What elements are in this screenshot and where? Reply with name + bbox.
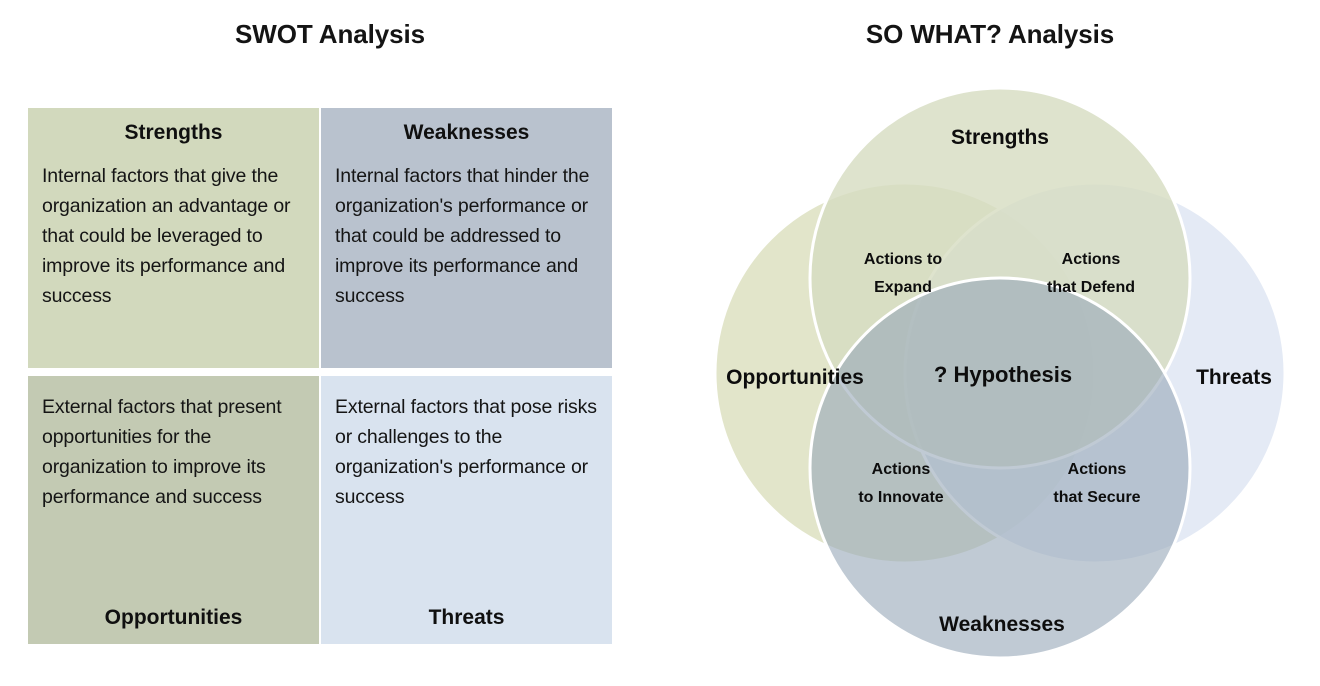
venn-label-weaknesses: Weaknesses [939,613,1065,636]
swot-quadrant-weaknesses: Weaknesses Internal factors that hinder … [321,108,612,368]
swot-quadrant-opportunities: External factors that present opportunit… [28,376,319,644]
swot-body-threats: External factors that pose risks or chal… [335,396,597,509]
swot-grid: Strengths Internal factors that give the… [28,108,612,644]
venn-label-expand-line2: Expand [874,279,932,296]
swot-body-weaknesses: Internal factors that hinder the organiz… [335,165,590,308]
sowhat-title: SO WHAT? Analysis [865,19,1115,50]
swot-heading-threats: Threats [428,605,505,629]
venn-label-hypothesis: ? Hypothesis [934,362,1072,387]
venn-label-innovate-line2: to Innovate [858,489,943,506]
sowhat-panel: SO WHAT? Analysis Strengths Opportunitie… [660,0,1320,686]
swot-quadrant-threats: External factors that pose risks or chal… [321,376,612,644]
swot-body-opportunities: External factors that present opportunit… [42,396,282,509]
venn-label-threats: Threats [1196,366,1272,389]
venn-label-expand-line1: Actions to [864,251,942,268]
venn-label-strengths: Strengths [951,126,1049,149]
swot-quadrant-strengths: Strengths Internal factors that give the… [28,108,319,368]
venn-circle-weaknesses [808,276,1192,660]
venn-label-defend-line1: Actions [1062,251,1121,268]
venn-label-innovate-line1: Actions [872,461,931,478]
swot-heading-strengths: Strengths [124,121,223,144]
venn-diagram: Strengths Opportunities Threats Weakness… [660,0,1320,686]
venn-label-defend-line2: that Defend [1047,279,1135,296]
venn-label-opportunities: Opportunities [726,366,864,389]
swot-heading-weaknesses: Weaknesses [403,121,530,144]
venn-label-secure-line1: Actions [1068,461,1127,478]
venn-svg: Strengths Opportunities Threats Weakness… [713,86,1287,660]
venn-label-secure-line2: that Secure [1053,489,1140,506]
swot-body-strengths: Internal factors that give the organizat… [42,165,291,308]
swot-panel: SWOT Analysis Strengths Internal factors… [28,19,612,644]
swot-heading-opportunities: Opportunities [104,605,243,629]
swot-title: SWOT Analysis [235,19,425,50]
